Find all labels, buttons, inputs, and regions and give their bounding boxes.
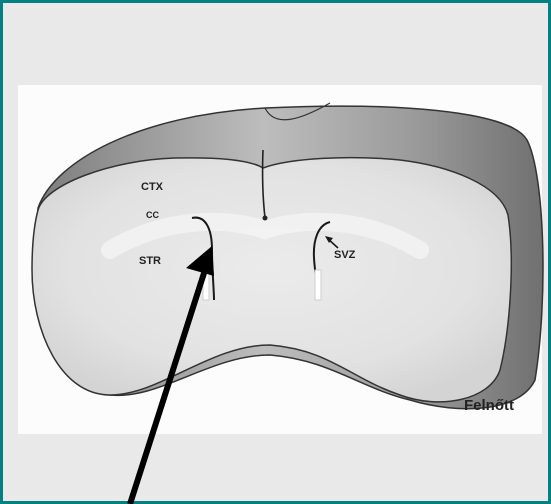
- label-ctx: CTX: [141, 181, 164, 193]
- coronal-slice: [32, 158, 511, 402]
- midline-dot: [263, 216, 268, 221]
- label-svz: SVZ: [334, 249, 356, 261]
- label-cc: CC: [146, 210, 159, 220]
- right-ventricle-lumen: [315, 270, 321, 300]
- label-str: STR: [139, 255, 161, 267]
- caption-label: Felnőtt: [464, 397, 514, 414]
